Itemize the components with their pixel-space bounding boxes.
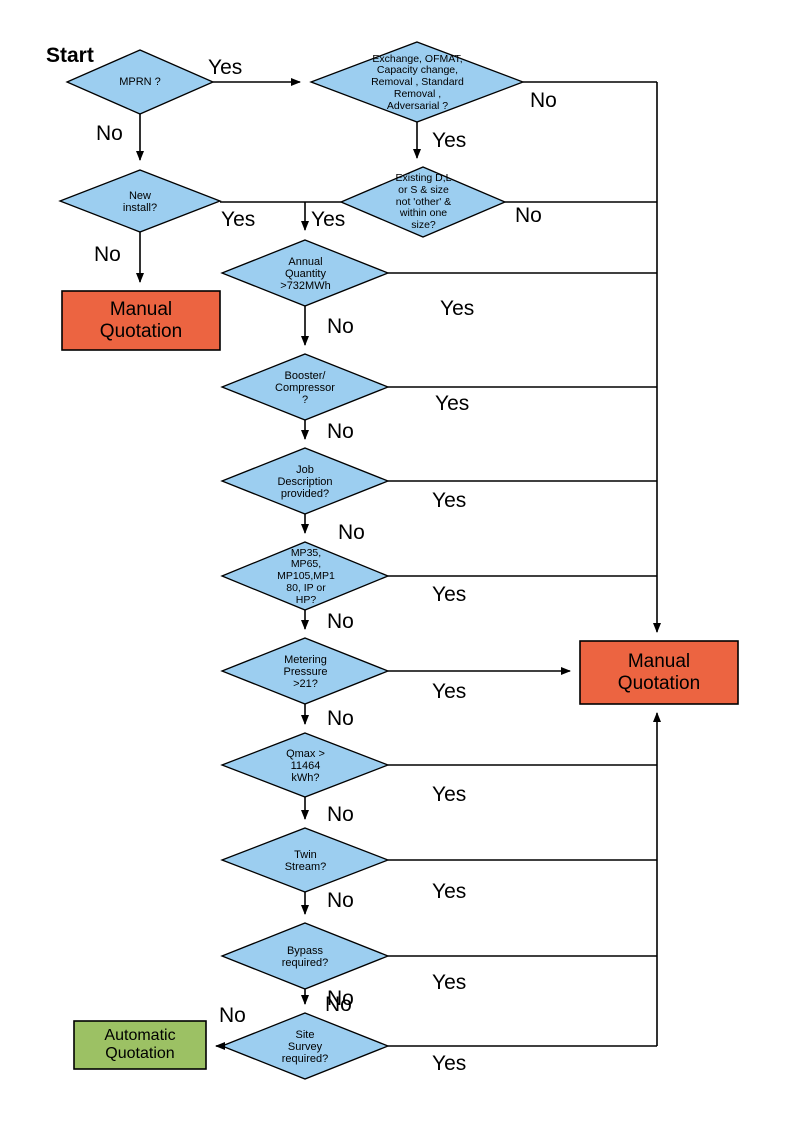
edge-label-mpclass-no: No	[327, 610, 354, 633]
start-label: Start	[46, 44, 94, 67]
terminal-shape-automatic[interactable]	[73, 1020, 207, 1070]
edge-label-existing-yes: Yes	[311, 208, 346, 231]
decision-shape-existing[interactable]	[339, 166, 507, 238]
connector-layer	[136, 78, 661, 1050]
shape-layer	[58, 41, 739, 1080]
edge-label-sitesurvey-no-top: No	[325, 993, 352, 1016]
decision-shape-booster[interactable]	[220, 353, 390, 421]
decision-shape-metering[interactable]	[220, 637, 390, 705]
decision-shape-exchange[interactable]	[309, 41, 525, 123]
decision-shape-sitesurvey[interactable]	[220, 1012, 390, 1080]
edge-label-jobdesc-yes: Yes	[432, 489, 467, 512]
decision-shape-jobdesc[interactable]	[220, 447, 390, 515]
edge-label-qmax-no: No	[327, 803, 354, 826]
edge-label-annual-yes: Yes	[440, 297, 475, 320]
edge-label-exchange-yes: Yes	[432, 129, 467, 152]
edge-label-exchange-no: No	[530, 89, 557, 112]
edge-label-existing-no: No	[515, 204, 542, 227]
edge-label-mprn-yes: Yes	[208, 56, 243, 79]
edge-label-metering-no: No	[327, 707, 354, 730]
edge-label-newinstall-no: No	[94, 243, 121, 266]
decision-shape-newinstall[interactable]	[58, 169, 222, 233]
decision-shape-mpclass[interactable]	[220, 541, 390, 611]
decision-shape-bypass[interactable]	[220, 922, 390, 990]
edge-label-jobdesc-no: No	[338, 521, 365, 544]
decision-shape-twin[interactable]	[220, 827, 390, 893]
terminal-shape-manual-right[interactable]	[579, 640, 739, 705]
edge-label-mpclass-yes: Yes	[432, 583, 467, 606]
edge-label-metering-yes: Yes	[432, 680, 467, 703]
edge-label-sitesurvey-yes: Yes	[432, 1052, 467, 1075]
edge-label-mprn-no: No	[96, 122, 123, 145]
terminal-shape-manual-left[interactable]	[61, 290, 221, 351]
edge-label-sitesurvey-no-left: No	[219, 1004, 246, 1027]
edge-label-twin-yes: Yes	[432, 880, 467, 903]
edge-label-booster-yes: Yes	[435, 392, 470, 415]
edge-label-bypass-no: No	[327, 987, 354, 1010]
edge-label-bypass-yes: Yes	[432, 971, 467, 994]
edge-label-annual-no: No	[327, 315, 354, 338]
edge-label-newinstall-yes: Yes	[221, 208, 256, 231]
edge-label-twin-no: No	[327, 889, 354, 912]
edge-label-qmax-yes: Yes	[432, 783, 467, 806]
decision-shape-annual[interactable]	[220, 239, 390, 307]
decision-shape-qmax[interactable]	[220, 732, 390, 798]
edge-label-booster-no: No	[327, 420, 354, 443]
